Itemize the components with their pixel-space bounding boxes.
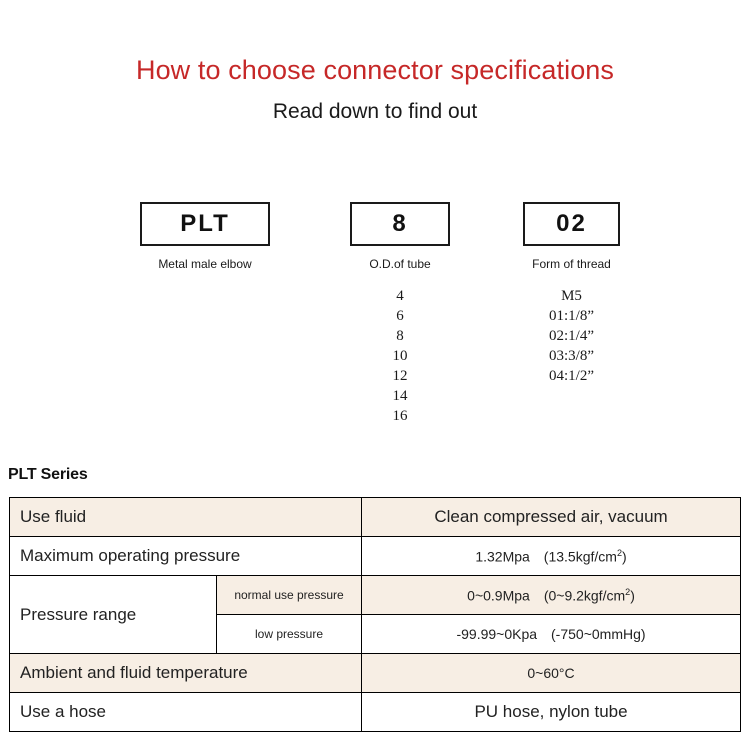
code-box-series-text: PLT [180,210,230,237]
tube-od-option: 4 [396,288,404,304]
table-cell-label: Maximum operating pressure [8,536,363,576]
tube-od-option: 8 [396,328,404,344]
thread-form-option: 04:1/2” [549,368,594,384]
table-row: low pressure-99.99~0Kpa (-750~0mmHg) [10,614,742,654]
tube-od-option: 14 [392,388,408,404]
thread-form-option: 03:3/8” [549,348,594,364]
tube-od-option: 16 [392,408,408,424]
table-cell-label: Use a hose [8,692,363,732]
page-subtitle: Read down to find out [272,100,478,123]
table-cell-value: PU hose, nylon tube [361,692,742,732]
code-box-tube-od: 8 [350,202,450,246]
table-cell-label: Use fluid [8,497,363,537]
code-caption-thread-form: Form of thread [532,257,611,271]
tube-od-option: 6 [396,308,404,324]
code-box-thread-form: 02 [523,202,620,246]
table-cell-sub-label: normal use pressure [215,575,363,615]
table-cell-value: Clean compressed air, vacuum [361,497,742,537]
table-cell-value: 1.32Mpa (13.5kgf/cm2) [361,536,742,576]
tube-od-option: 10 [392,348,408,364]
code-box-tube-od-text: 8 [392,210,408,237]
series-heading: PLT Series [8,466,88,483]
code-box-thread-form-text: 02 [556,210,587,237]
code-caption-tube-od: O.D.of tube [369,257,431,271]
table-cell-value: -99.99~0Kpa (-750~0mmHg) [361,614,742,654]
tube-od-option: 12 [392,368,408,384]
table-cell-value: 0~60°C [361,653,742,693]
table-cell-label: Ambient and fluid temperature [8,653,363,693]
thread-form-option: 01:1/8” [549,308,594,324]
code-option-list-thread-form: M5 01:1/8” 02:1/4” 03:3/8” 04:1/2” [508,286,635,386]
table-cell-sub-label: low pressure [215,614,363,654]
table-cell-value: 0~0.9Mpa (0~9.2kgf/cm2) [361,575,742,615]
code-option-list-tube-od: 4 6 8 10 12 14 16 [350,286,450,426]
thread-form-option: M5 [561,288,582,304]
code-box-series: PLT [140,202,270,246]
page-title: How to choose connector specifications [135,55,615,85]
table-cell-label: Pressure range [9,575,217,654]
thread-form-option: 02:1/4” [549,328,594,344]
code-caption-series: Metal male elbow [158,257,252,271]
